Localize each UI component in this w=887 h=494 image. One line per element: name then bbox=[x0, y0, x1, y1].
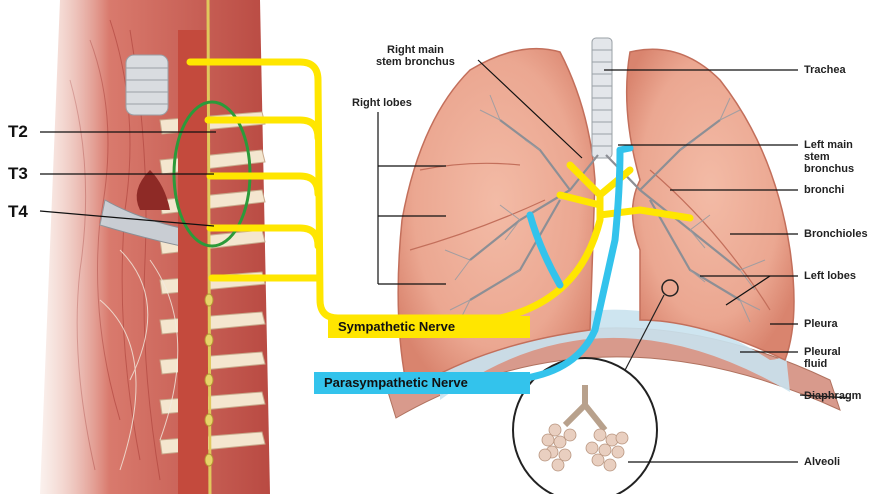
t3-label: T3 bbox=[8, 164, 28, 184]
pleura-label: Pleura bbox=[804, 318, 838, 330]
right-lobes-label: Right lobes bbox=[352, 97, 412, 109]
pleural-fluid-label: Pleural fluid bbox=[804, 346, 841, 370]
chest-wall-illustration bbox=[0, 0, 270, 494]
bronchioles-label: Bronchioles bbox=[804, 228, 868, 240]
sympathetic-nerve-label: Sympathetic Nerve bbox=[328, 316, 530, 338]
bronchi-label: bronchi bbox=[804, 184, 844, 196]
diaphragm-label: Diaphragm bbox=[804, 390, 861, 402]
alveoli-label: Alveoli bbox=[804, 456, 840, 468]
trachea bbox=[592, 38, 612, 158]
left-main-stem-bronchus-label: Left main stem bronchus bbox=[804, 139, 854, 175]
left-lobes-label: Left lobes bbox=[804, 270, 856, 282]
right-main-stem-bronchus-label: Right main stem bronchus bbox=[376, 44, 455, 68]
parasympathetic-nerve-label: Parasympathetic Nerve bbox=[314, 372, 530, 394]
trachea-label: Trachea bbox=[804, 64, 846, 76]
t4-label: T4 bbox=[8, 202, 28, 222]
t2-label: T2 bbox=[8, 122, 28, 142]
